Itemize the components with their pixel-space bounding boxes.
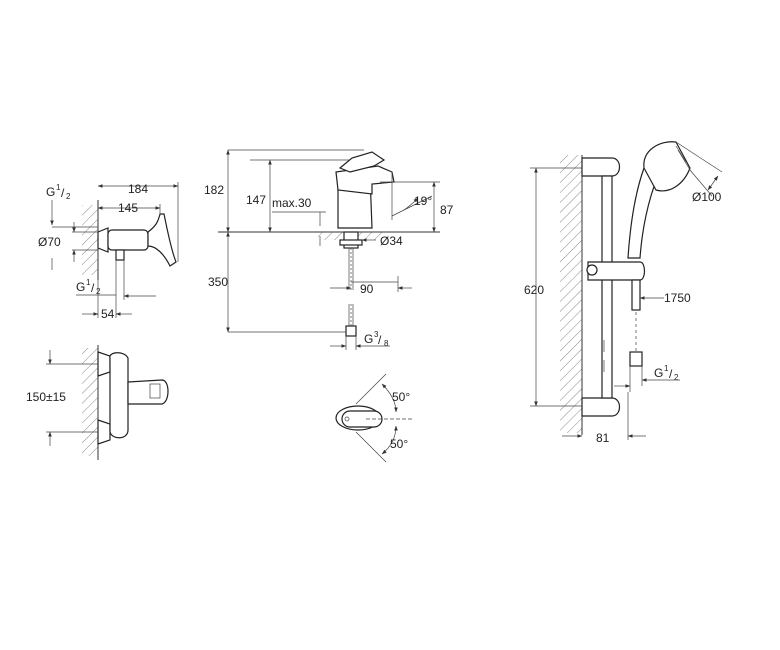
wall-hatch-lower bbox=[82, 348, 98, 456]
mixer-handle-front bbox=[127, 379, 169, 405]
thread-top-den: 2 bbox=[66, 192, 71, 201]
dim-head: Ø100 bbox=[692, 190, 722, 204]
thread-slash-right: / bbox=[669, 367, 673, 381]
eccentric-top bbox=[97, 351, 111, 377]
thread-bottom-den: 2 bbox=[96, 287, 101, 296]
rail-bracket-top bbox=[581, 157, 621, 177]
angle-upper: 50° bbox=[392, 390, 410, 404]
thread-den-right: 2 bbox=[674, 373, 679, 382]
basin-mixer-side-view: 182 147 max.30 19° 87 Ø34 bbox=[204, 149, 454, 350]
dim-hose: 1750 bbox=[664, 291, 691, 305]
dim-projection: 90 bbox=[360, 282, 374, 296]
thread-bottom-num: 1 bbox=[86, 278, 91, 287]
basin-mixer-top-view: 50° 50° bbox=[335, 373, 412, 463]
dim-total-height: 182 bbox=[204, 183, 224, 197]
dim-spout-height: 147 bbox=[246, 193, 266, 207]
dim-145: 145 bbox=[118, 201, 138, 215]
thread-top-num: 1 bbox=[56, 183, 61, 192]
dim-rail-length: 620 bbox=[524, 283, 544, 297]
hose-connector bbox=[345, 325, 357, 337]
wall-hatch-right bbox=[560, 155, 582, 433]
dim-hole: Ø34 bbox=[380, 234, 403, 248]
hose-nut bbox=[629, 351, 643, 367]
mixer-body bbox=[107, 229, 149, 251]
shower-hose-top bbox=[631, 279, 641, 311]
dim-spout-clearance: 87 bbox=[440, 203, 454, 217]
basin-mixer-spout bbox=[335, 165, 395, 195]
wall-hatch bbox=[82, 205, 98, 275]
dim-centres: 150±15 bbox=[26, 390, 66, 404]
dim-outlet: 54 bbox=[101, 307, 115, 321]
shower-rail bbox=[601, 175, 613, 399]
thread-top-g: G bbox=[46, 185, 55, 199]
mixer-outlet bbox=[115, 249, 125, 261]
shower-mixer-side-view: 184 145 G 1 / 2 Ø70 G 1 / 2 54 bbox=[38, 182, 179, 321]
thread-bottom-slash: / bbox=[91, 281, 95, 295]
thread-g: G bbox=[364, 332, 373, 346]
thread-slash: / bbox=[378, 333, 382, 347]
shower-set: 620 Ø100 1750 G 1 / 2 bbox=[524, 141, 723, 445]
thread-g-right: G bbox=[654, 366, 663, 380]
thread-num-right: 1 bbox=[664, 364, 669, 373]
eccentric-bottom bbox=[97, 419, 111, 445]
thread-top-slash: / bbox=[61, 186, 65, 200]
thread-num: 3 bbox=[374, 330, 379, 339]
angle-lower: 50° bbox=[390, 437, 408, 451]
basin-mixer-lever bbox=[338, 151, 386, 173]
mixer-body-front bbox=[109, 352, 129, 439]
thread-bottom-g: G bbox=[76, 280, 85, 294]
thread-den: 8 bbox=[384, 339, 389, 348]
wall-rosette bbox=[97, 227, 109, 253]
dim-below-deck: 350 bbox=[208, 275, 228, 289]
dim-angle-spout: 19° bbox=[414, 194, 432, 208]
mixer-lever bbox=[147, 213, 177, 267]
dim-rosette: Ø70 bbox=[38, 235, 61, 249]
rail-bracket-bottom bbox=[581, 397, 621, 417]
hand-shower-head bbox=[643, 141, 691, 192]
dim-max-deck: max.30 bbox=[272, 196, 312, 210]
dim-184: 184 bbox=[128, 182, 148, 196]
dim-wall-projection: 81 bbox=[596, 431, 610, 445]
shower-mixer-front-view: 150±15 bbox=[26, 345, 169, 460]
